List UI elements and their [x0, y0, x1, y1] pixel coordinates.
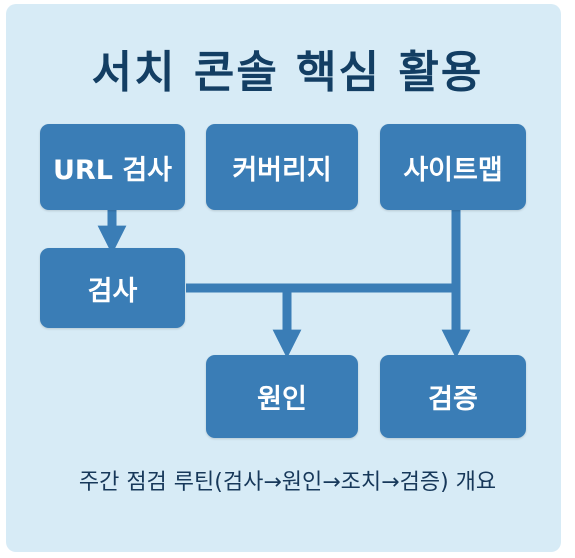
node-inspect: 검사	[40, 248, 185, 328]
diagram-title: 서치 콘솔 핵심 활용	[91, 47, 484, 98]
node-sitemap: 사이트맵	[380, 124, 526, 210]
node-verify: 검증	[380, 355, 526, 438]
node-coverage: 커버리지	[206, 124, 358, 210]
diagram-caption: 주간 점검 루틴(검사→원인→조치→검증) 개요	[78, 470, 497, 495]
node-url-inspect: URL 검사	[40, 124, 185, 210]
node-cause: 원인	[206, 355, 358, 438]
